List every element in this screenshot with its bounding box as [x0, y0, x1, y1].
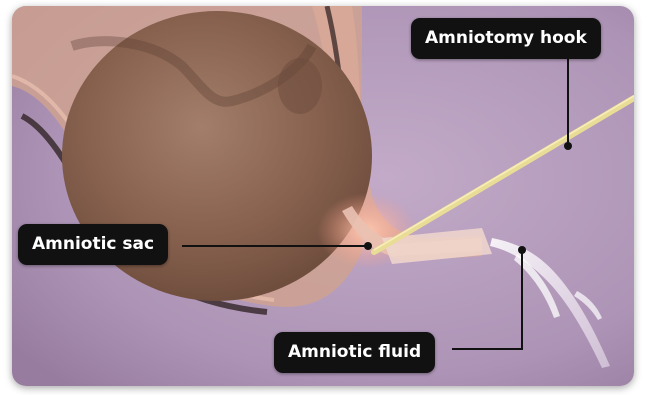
- leader-dot-fluid: [518, 246, 526, 254]
- leader-dot-sac: [364, 242, 372, 250]
- leader-dot-hook: [564, 142, 572, 150]
- label-amniotic-fluid: Amniotic fluid: [274, 332, 435, 373]
- label-amniotomy-hook: Amniotomy hook: [411, 18, 601, 59]
- illustration-frame: Amniotomy hook Amniotic sac Amniotic flu…: [12, 6, 634, 386]
- amniotomy-illustration: [12, 6, 634, 386]
- label-amniotic-sac: Amniotic sac: [18, 224, 168, 265]
- fetal-ear: [278, 58, 322, 114]
